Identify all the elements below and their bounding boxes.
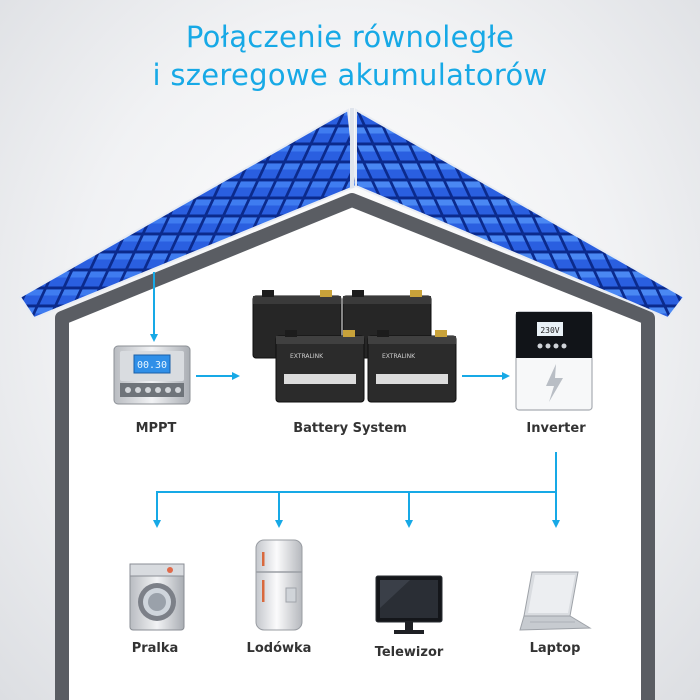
solar-panel-right (355, 108, 686, 320)
telewizor-label: Telewizor (375, 645, 444, 660)
inverter-device: 230V (515, 311, 593, 411)
mppt-device: 00.30 (113, 345, 191, 405)
inverter-display: 230V (540, 326, 559, 335)
lightning-icon (546, 364, 563, 402)
fridge-icon (255, 539, 303, 631)
house-outline (55, 193, 655, 700)
battery-unit: EXTRALINK (275, 330, 365, 403)
washing-machine-icon (129, 563, 185, 631)
battery-unit: EXTRALINK (367, 330, 457, 403)
battery-brand: EXTRALINK (382, 353, 416, 360)
title-line-2: i szeregowe akumulatorów (152, 58, 548, 92)
battery-system: EXTRALINK EXTRALINK (252, 290, 457, 403)
battery-system-label: Battery System (293, 421, 407, 436)
television-icon (375, 575, 443, 634)
battery-brand: EXTRALINK (290, 353, 324, 360)
pralka-label: Pralka (132, 641, 179, 656)
laptop-icon (519, 571, 592, 631)
inverter-label: Inverter (526, 421, 586, 436)
mppt-display: 00.30 (137, 360, 167, 371)
page-title: Połączenie równoległe i szeregowe akumul… (0, 18, 700, 94)
inverter-bus-line (153, 452, 557, 528)
mppt-label: MPPT (136, 421, 177, 436)
laptop-label: Laptop (530, 641, 581, 656)
connection-lines (150, 272, 560, 528)
title-line-1: Połączenie równoległe (185, 20, 515, 54)
lodowka-label: Lodówka (247, 641, 312, 656)
solar-roof (18, 108, 686, 320)
